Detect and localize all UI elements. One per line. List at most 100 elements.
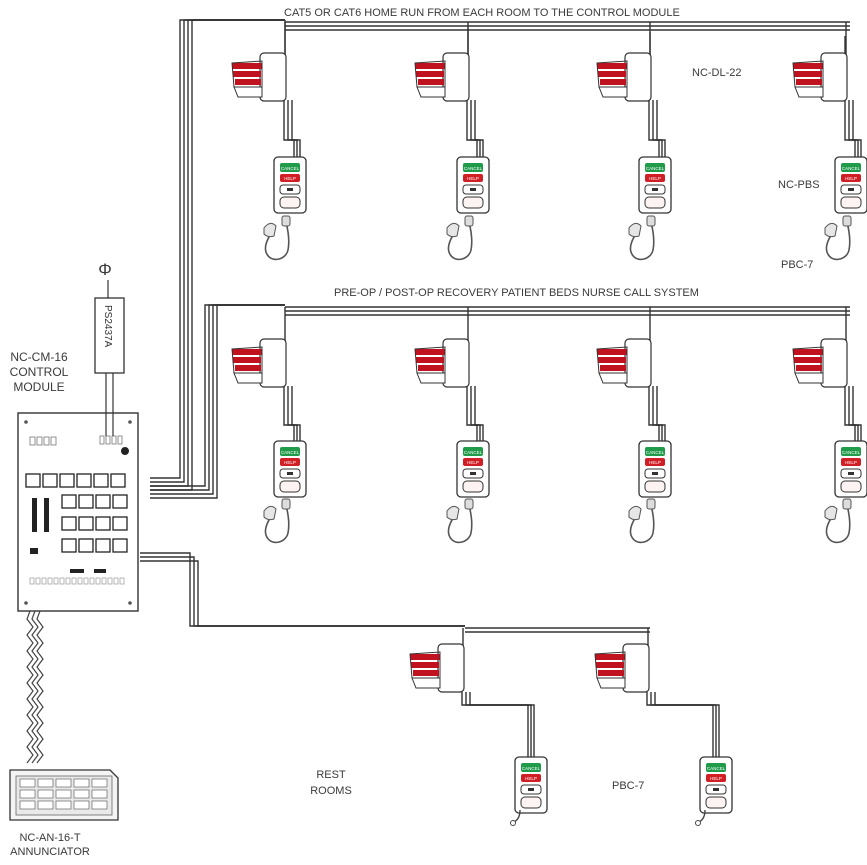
- dome-band: [415, 63, 445, 69]
- twisted-wire: [36, 610, 44, 764]
- bundle-restroom: [140, 552, 465, 627]
- dome-band: [598, 357, 626, 363]
- cancel-text: CANCEL: [281, 450, 300, 455]
- dome-band: [235, 79, 261, 85]
- control-module: [17, 412, 139, 612]
- call-cord-mid-1: [263, 498, 291, 544]
- help-text: HELP: [845, 460, 857, 465]
- cancel-button: [841, 163, 861, 172]
- help-button: [280, 458, 300, 466]
- station-feed: [474, 386, 484, 442]
- cord-pushbutton: [628, 505, 642, 521]
- jack-port: [848, 472, 854, 475]
- terminal-strip: [95, 577, 101, 585]
- terminal-strip: [71, 577, 77, 585]
- terminal: [111, 435, 117, 445]
- restrooms-label: REST ROOMS: [305, 767, 357, 799]
- help-text: HELP: [525, 776, 537, 781]
- dome-lens: [596, 677, 626, 689]
- terminal-strip: [119, 577, 125, 585]
- cancel-button: [280, 447, 300, 456]
- terminal-strip: [65, 577, 71, 585]
- call-socket: [840, 196, 862, 209]
- mounting-screw: [128, 420, 132, 424]
- cancel-button: [463, 447, 483, 456]
- control-module-word1: CONTROL: [9, 365, 69, 379]
- terminal-strip: [101, 577, 107, 585]
- call-cord-top-1: [263, 215, 291, 261]
- terminal: [36, 436, 43, 446]
- call-cord-mid-3: [628, 498, 656, 544]
- cord-end: [510, 820, 516, 826]
- help-text: HELP: [845, 176, 857, 181]
- annunciator-zone: [73, 778, 90, 788]
- terminal-strip: [89, 577, 95, 585]
- cord-wire: [825, 221, 851, 261]
- call-socket: [279, 480, 301, 493]
- dome-plate: [820, 52, 848, 102]
- header-block: [70, 569, 84, 573]
- dome-plate: [624, 338, 652, 388]
- call-socket: [279, 196, 301, 209]
- label-dome-light: NC-DL-22: [692, 67, 742, 79]
- dome-outline: [409, 651, 441, 679]
- help-text: HELP: [649, 460, 661, 465]
- cord-wire: [264, 504, 290, 544]
- cancel-text: CANCEL: [842, 166, 861, 171]
- rj45-jack: [110, 473, 126, 488]
- terminal-strip: [77, 577, 83, 585]
- mounting-screw: [24, 601, 28, 605]
- annunciator: [9, 769, 119, 821]
- call-cord-top-2: [446, 215, 474, 261]
- cancel-text: CANCEL: [281, 166, 300, 171]
- station-feed: [474, 100, 484, 158]
- help-button: [841, 174, 861, 182]
- dome-band: [794, 357, 822, 363]
- call-socket: [520, 796, 542, 809]
- station-feed: [656, 386, 666, 442]
- rj45-jack: [112, 516, 128, 531]
- call-socket: [462, 196, 484, 209]
- call-cord-top-3: [628, 215, 656, 261]
- dome-band: [598, 670, 624, 676]
- annunciator-zone: [91, 800, 108, 810]
- terminal-strip: [29, 577, 35, 585]
- rj45-jack: [112, 538, 128, 553]
- cord-wire: [629, 221, 655, 261]
- dome-outline: [414, 60, 446, 88]
- dome-plate: [820, 338, 848, 388]
- pillow-speaker-top-4: CANCEL HELP: [834, 156, 867, 214]
- cancel-button: [463, 163, 483, 172]
- station-feed: [852, 386, 862, 442]
- pull-cord-restroom-1: [510, 809, 521, 826]
- jack-port: [652, 188, 658, 191]
- cord-pushbutton: [824, 222, 838, 238]
- dome-outline: [596, 346, 628, 374]
- dome-plate: [259, 52, 287, 102]
- help-text: HELP: [467, 460, 479, 465]
- dome-band: [413, 670, 439, 676]
- dome-band: [233, 357, 261, 363]
- dome-band: [233, 71, 261, 77]
- dome-band: [416, 357, 444, 363]
- dome-lens: [411, 677, 441, 689]
- jack-port: [713, 788, 719, 791]
- dome-light-top-3: [596, 52, 652, 102]
- station-feed: [291, 100, 301, 158]
- rj45-jack: [112, 494, 128, 509]
- control-module-label: NC-CM-16 CONTROL MODULE: [6, 350, 72, 395]
- control-module-word2: MODULE: [13, 380, 65, 394]
- dome-band: [794, 71, 822, 77]
- call-cord-mid-4: [824, 498, 852, 544]
- cancel-button: [706, 763, 726, 772]
- rj45-jack: [61, 494, 77, 509]
- label-pillow-speaker: NC-PBS: [778, 179, 820, 191]
- dome-band: [597, 349, 627, 355]
- cancel-button: [521, 763, 541, 772]
- jack-port: [848, 188, 854, 191]
- dome-light-top-1: [231, 52, 287, 102]
- power-supply: PS2437A: [94, 280, 125, 436]
